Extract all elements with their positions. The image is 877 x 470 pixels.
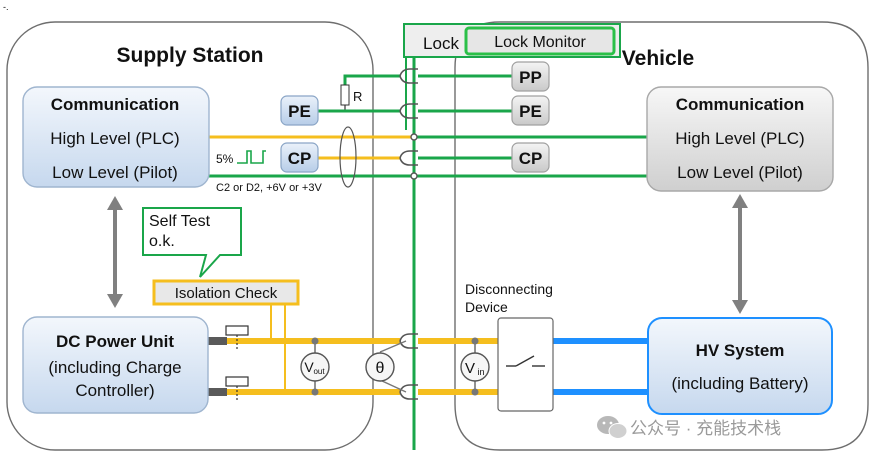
pp-wire-supply	[343, 74, 400, 85]
duty-label: 5%	[216, 152, 234, 166]
vehicle-title: Vehicle	[622, 47, 694, 70]
pp-connector	[399, 68, 418, 84]
theta-lead-top	[379, 340, 407, 353]
disconnect-label-2: Device	[465, 299, 508, 315]
vout-meter	[300, 352, 330, 382]
cp-connector	[399, 150, 418, 166]
cp-vehicle-box	[511, 142, 550, 173]
dc-plus-connector	[399, 333, 418, 349]
supply-arrow-up	[107, 196, 123, 210]
isolation-check-box	[152, 279, 300, 306]
dc-minus-connector	[399, 384, 418, 400]
vin-node-top	[471, 337, 479, 345]
pe-supply-label: PE	[288, 102, 311, 121]
dc-power-unit-box	[22, 316, 209, 414]
vehicle-arrow-up	[732, 194, 748, 208]
pwm-waveform	[237, 150, 266, 164]
lock-monitor-box	[464, 26, 616, 56]
theta-lead-bottom	[379, 379, 407, 393]
vin-main: V	[465, 360, 475, 377]
self-test-callout	[142, 207, 242, 278]
disconnecting-device-box	[497, 317, 554, 412]
watermark-text: 公众号 · 充能技术栈	[630, 419, 781, 438]
pp-vehicle-box	[511, 61, 550, 92]
vehicle-communication-box	[646, 86, 834, 192]
disconnect-label-1: Disconnecting	[465, 281, 553, 297]
cp-states-label: C2 or D2, +6V or +3V	[216, 182, 322, 194]
lock-monitor-label: Lock Monitor	[494, 34, 586, 51]
theta-label: θ	[376, 360, 385, 377]
pp-vehicle-label: PP	[519, 68, 542, 87]
switch-blade	[515, 355, 535, 367]
vout-sub: out	[313, 367, 325, 376]
insulation-meter	[365, 352, 395, 382]
vin-meter	[460, 352, 490, 382]
hv-system-box	[647, 317, 833, 415]
cp-vehicle-label: CP	[519, 149, 543, 168]
cp-supply-label: CP	[288, 149, 312, 168]
vout-node-top	[311, 337, 319, 345]
self-test-line1: Self Test	[149, 213, 211, 230]
vehicle-arrow-down	[732, 300, 748, 314]
pe-supply-box	[280, 95, 319, 126]
dc-line2: (including Charge	[48, 358, 181, 377]
resistor-label: R	[353, 89, 362, 104]
isolation-check-label: Isolation Check	[175, 285, 278, 302]
supply-communication-box	[22, 86, 210, 188]
supply-arrow-down	[107, 294, 123, 308]
dc-line3: Controller)	[75, 381, 154, 400]
supply-comm-high: High Level (PLC)	[50, 129, 179, 148]
supply-station-outline	[6, 21, 374, 451]
vin-sub: in	[477, 367, 484, 377]
header-mark: -.	[3, 2, 9, 12]
resistor-r	[340, 84, 350, 106]
contactor-minus-body	[205, 388, 227, 396]
vout-node-bottom	[311, 388, 319, 396]
vin-node-bottom	[471, 388, 479, 396]
wechat-icon	[597, 416, 628, 439]
vehicle-comm-high: High Level (PLC)	[675, 129, 804, 148]
pilot-junction	[410, 172, 418, 180]
pe-connector	[399, 103, 418, 119]
pe-vehicle-box	[511, 95, 550, 126]
vehicle-comm-title: Communication	[676, 95, 804, 114]
vehicle-comm-low: Low Level (Pilot)	[677, 163, 803, 182]
hv-line2: (including Battery)	[671, 374, 808, 393]
vout-main: V	[304, 359, 314, 375]
contactor-plus-body	[205, 337, 227, 345]
lock-label: Lock	[423, 34, 459, 53]
supply-comm-title: Communication	[51, 95, 179, 114]
dc-title: DC Power Unit	[56, 332, 174, 351]
cable-bundle	[339, 126, 357, 188]
pe-vehicle-label: PE	[519, 102, 542, 121]
hv-title: HV System	[696, 341, 785, 360]
supply-station-title: Supply Station	[117, 44, 264, 67]
cp-supply-box	[280, 142, 319, 173]
supply-comm-low: Low Level (Pilot)	[52, 163, 178, 182]
contactor-minus-coil	[225, 376, 249, 387]
contactor-plus-coil	[225, 325, 249, 336]
self-test-line2: o.k.	[149, 233, 175, 250]
plc-junction	[410, 133, 418, 141]
